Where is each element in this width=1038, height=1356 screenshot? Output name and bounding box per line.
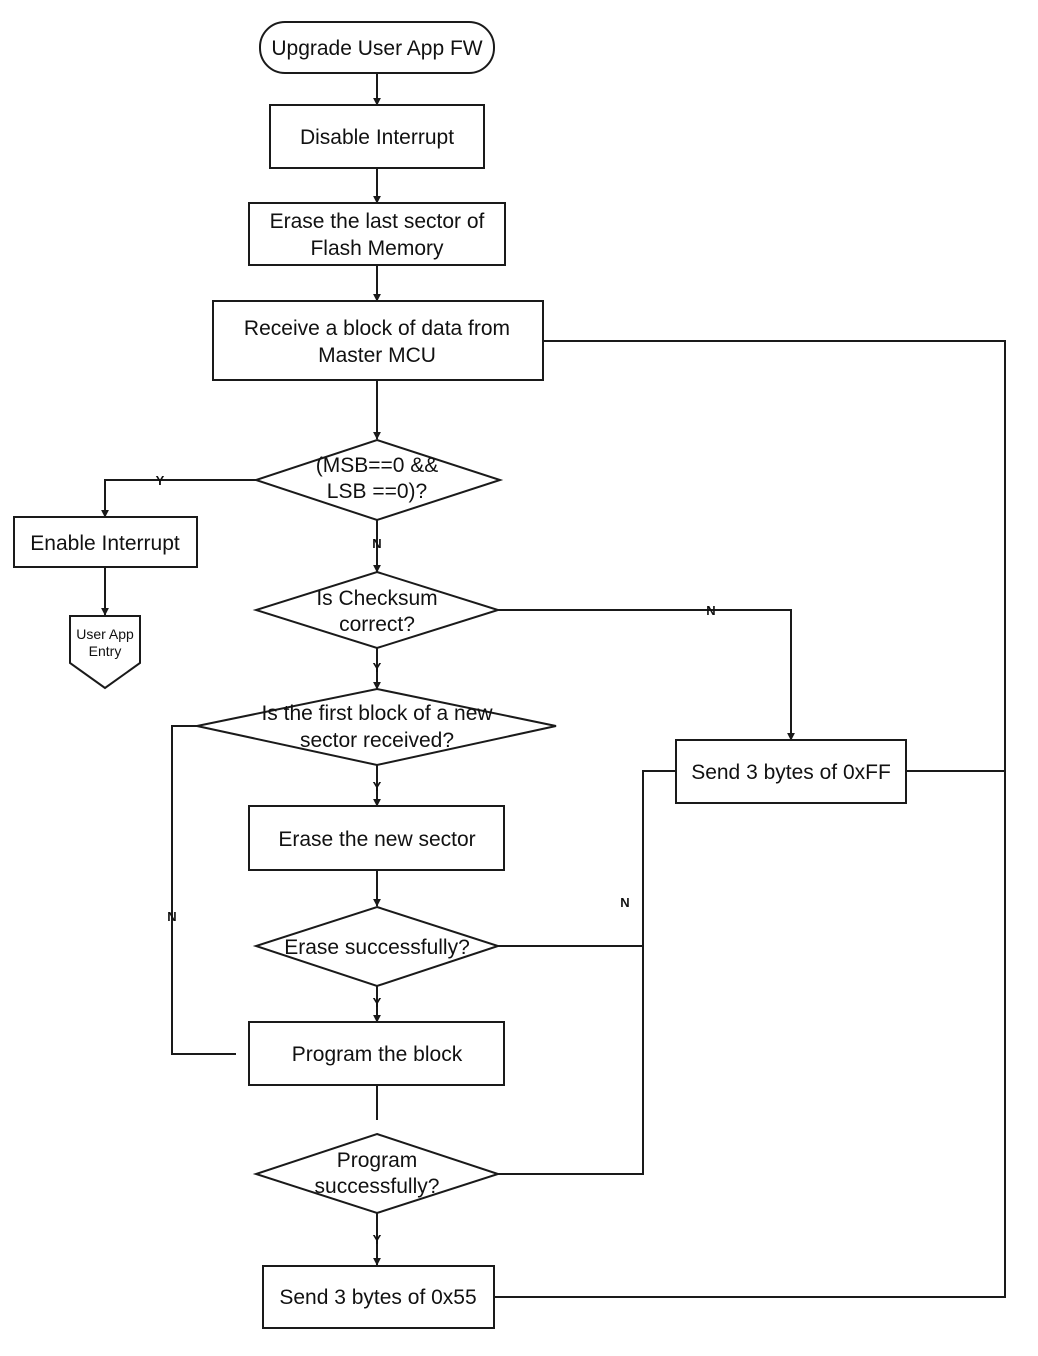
erase-success-label: Erase successfully? <box>284 936 470 959</box>
user-app-entry-line2: Entry <box>89 643 122 659</box>
edge-program-fail-to-send-ff <box>498 940 644 1175</box>
node-first-block-check: Is the first block of a new sector recei… <box>196 687 557 767</box>
node-program-block: Program the block <box>248 1021 505 1086</box>
node-program-success-check: Program successfully? <box>252 1132 502 1215</box>
receive-block-line2: Master MCU <box>318 344 436 367</box>
node-erase-success-check: Erase successfully? <box>252 905 502 988</box>
edge-msb-yes-to-enable <box>101 479 258 518</box>
node-disable-interrupt: Disable Interrupt <box>269 104 485 169</box>
checksum-line1: Is Checksum <box>316 587 437 610</box>
msb-lsb-line1: (MSB==0 && <box>316 454 439 477</box>
start-terminator <box>259 21 495 74</box>
label-checksum-no: N <box>706 603 715 618</box>
disable-interrupt-box <box>269 104 485 169</box>
erase-new-sector-label: Erase the new sector <box>278 828 475 851</box>
enable-interrupt-box <box>13 516 198 568</box>
erase-last-sector-box <box>248 202 506 266</box>
user-app-entry-offpage <box>69 615 141 690</box>
edges <box>101 73 1006 1298</box>
node-msb-lsb-check: (MSB==0 && LSB ==0)? <box>252 438 504 522</box>
node-receive-block: Receive a block of data from Master MCU <box>212 300 544 381</box>
erase-new-sector-box <box>248 805 505 871</box>
erase-last-sector-line2: Flash Memory <box>310 237 444 260</box>
receive-block-box <box>212 300 544 381</box>
node-start: Upgrade User App FW <box>259 21 495 74</box>
node-erase-new-sector: Erase the new sector <box>248 805 505 871</box>
label-checksum-yes: Y <box>373 660 382 675</box>
edge-send-55-loop-back <box>494 340 1006 1298</box>
node-send-55: Send 3 bytes of 0x55 <box>262 1265 495 1329</box>
program-success-line2: successfully? <box>315 1175 440 1198</box>
node-erase-last-sector: Erase the last sector of Flash Memory <box>248 202 506 266</box>
msb-lsb-diamond <box>252 438 504 522</box>
label-erase-fail: N <box>620 895 629 910</box>
edge-erase-fail-to-send-ff <box>498 770 676 947</box>
program-success-diamond <box>252 1132 502 1215</box>
enable-interrupt-label: Enable Interrupt <box>30 532 180 555</box>
edge-first-block-no-to-program <box>171 725 236 1055</box>
label-erase-yes: Y <box>373 995 382 1010</box>
checksum-diamond <box>252 570 502 650</box>
erase-success-diamond <box>252 905 502 988</box>
send-55-box <box>262 1265 495 1329</box>
edge-checksum-no-to-send-ff <box>497 609 795 741</box>
first-block-diamond <box>196 687 557 767</box>
first-block-line2: sector received? <box>300 729 454 752</box>
program-success-line1: Program <box>337 1149 418 1172</box>
user-app-entry-line1: User App <box>76 626 134 642</box>
start-label: Upgrade User App FW <box>271 37 482 60</box>
label-msb-yes: Y <box>156 473 165 488</box>
node-enable-interrupt: Enable Interrupt <box>13 516 198 568</box>
label-program-yes: Y <box>373 1232 382 1247</box>
first-block-line1: Is the first block of a new <box>261 702 493 725</box>
program-block-label: Program the block <box>292 1043 463 1066</box>
label-msb-no: N <box>372 536 381 551</box>
label-first-block-no: N <box>167 909 176 924</box>
node-checksum-check: Is Checksum correct? <box>252 570 502 650</box>
send-55-label: Send 3 bytes of 0x55 <box>279 1286 476 1309</box>
label-first-block-yes: Y <box>373 779 382 794</box>
node-user-app-entry: User App Entry <box>69 615 141 690</box>
send-ff-box <box>675 739 907 804</box>
erase-last-sector-line1: Erase the last sector of <box>270 210 485 233</box>
program-block-box <box>248 1021 505 1086</box>
send-ff-label: Send 3 bytes of 0xFF <box>691 761 891 784</box>
node-send-ff: Send 3 bytes of 0xFF <box>675 739 907 804</box>
disable-interrupt-label: Disable Interrupt <box>300 126 454 149</box>
edge-labels: Y N N Y Y N N Y Y <box>156 473 716 1247</box>
checksum-line2: correct? <box>339 613 415 636</box>
receive-block-line1: Receive a block of data from <box>244 317 510 340</box>
msb-lsb-line2: LSB ==0)? <box>327 480 427 503</box>
